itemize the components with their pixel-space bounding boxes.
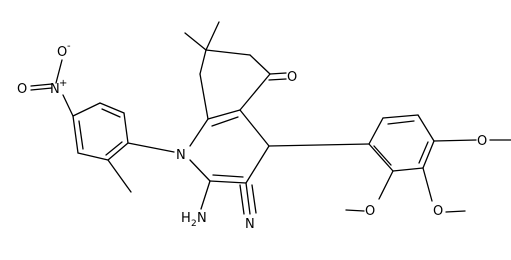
- methoxy-oxygen-para: O: [477, 134, 487, 149]
- nitro-oxygen-left: O: [17, 82, 27, 97]
- nitro-oxygen-top: O: [57, 45, 67, 60]
- methoxy-oxygen-meta: O: [433, 204, 443, 219]
- bond-lines: [30, 21, 511, 215]
- amino-subscript: 2: [191, 219, 197, 229]
- amino-hydrogen: H: [181, 211, 191, 226]
- nitro-oxygen-charge: -: [67, 41, 71, 52]
- nitrile-nitrogen: N: [245, 217, 255, 232]
- amino-nitrogen: N: [197, 211, 207, 226]
- keto-oxygen: O: [287, 70, 297, 85]
- methoxy-oxygen-ortho: O: [365, 204, 375, 219]
- ring-nitrogen: N: [176, 148, 186, 163]
- atom-labels: O - O N + N O H 2 N N O O O: [17, 41, 487, 232]
- nitro-nitrogen: N: [50, 82, 60, 97]
- nitro-nitrogen-charge: +: [59, 78, 67, 89]
